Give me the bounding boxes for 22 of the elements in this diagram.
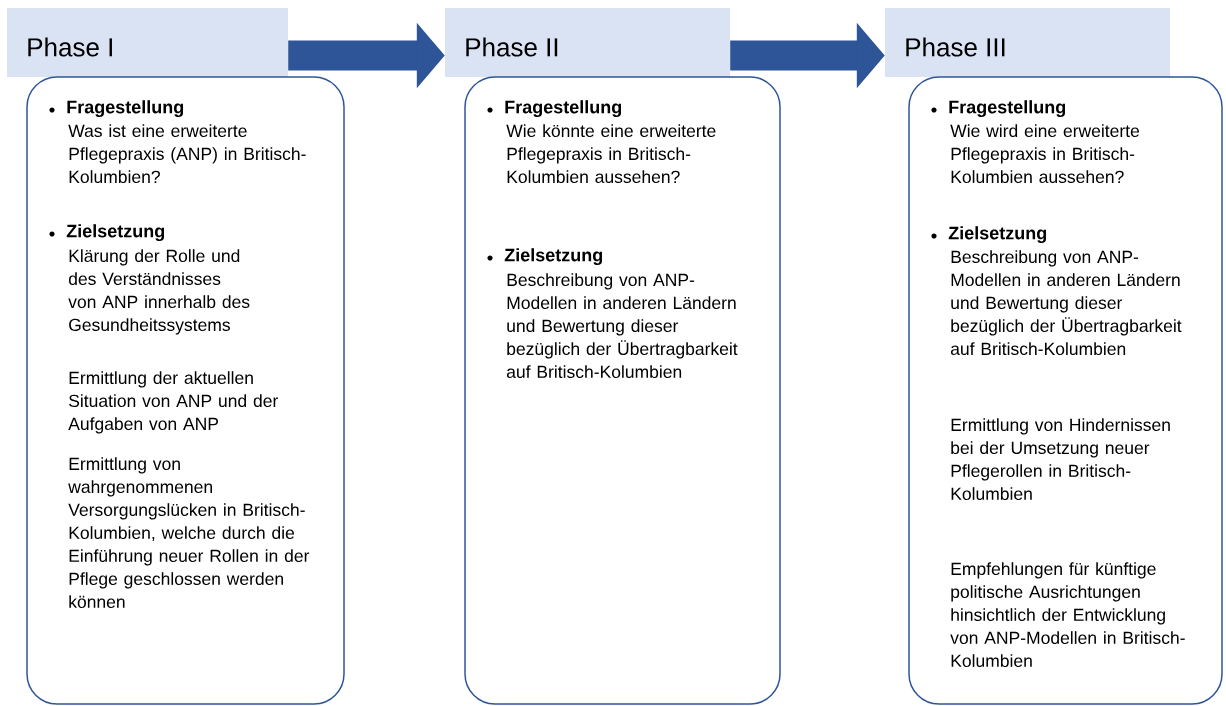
- body-text: Klärung der Rolle und des Verständnisses von ANP innerhalb des Gesundheitssystems: [68, 249, 250, 335]
- body-text: Ermittlung von Hindernissen bei der Umsetzung neuer Pflegerollen in Britisch-Kolumbien: [951, 418, 1170, 501]
- phase-card: [464, 76, 781, 705]
- body-text: Ermittlung der aktuellen Situation von ANP und der Aufgaben von ANP: [68, 371, 278, 434]
- phase-header: Phase III: [885, 8, 1170, 77]
- body-text: Wie wird eine erweiterte Pflegepraxis in Britisch-Kolumbien aussehen?: [950, 124, 1139, 184]
- heading: Zielsetzung: [66, 224, 164, 242]
- body-text: Beschreibung von ANP-Modellen in anderen Ländern und Bewertung dieser bezüglich der Übertragbarkeit auf Britisch-Kolumbien: [950, 250, 1182, 356]
- phase-card: [908, 76, 1223, 705]
- phase-header: Phase I: [7, 8, 288, 77]
- heading: Fragestellung: [505, 100, 621, 118]
- body-text: Ermittlung von wahrgenommenen Versorgungslücken in Britisch-Kolumbien, welche durch die Einführung neuer Rollen in der Pflege geschlossen werden können: [68, 457, 310, 609]
- body-text: Was ist eine erweiterte Pflegepraxis (ANP) in Britisch-Kolumbien?: [68, 124, 306, 184]
- phase-header: Phase II: [445, 8, 730, 77]
- heading: Fragestellung: [949, 100, 1065, 118]
- body-text: Empfehlungen für künftige politische Ausrichtungen hinsichtlich der Entwicklung von ANP-Modellen in Britisch-Kolumbien: [950, 562, 1185, 668]
- heading: Zielsetzung: [948, 226, 1046, 244]
- heading: Fragestellung: [67, 100, 183, 118]
- body-text: Beschreibung von ANP-Modellen in anderen Ländern und Bewertung dieser bezüglich der Übertragbarkeit auf Britisch-Kolumbien: [506, 273, 738, 379]
- heading: Zielsetzung: [504, 248, 602, 266]
- body-text: Wie könnte eine erweiterte Pflegepraxis in Britisch-Kolumbien aussehen?: [506, 124, 716, 184]
- phase-card: [26, 76, 345, 705]
